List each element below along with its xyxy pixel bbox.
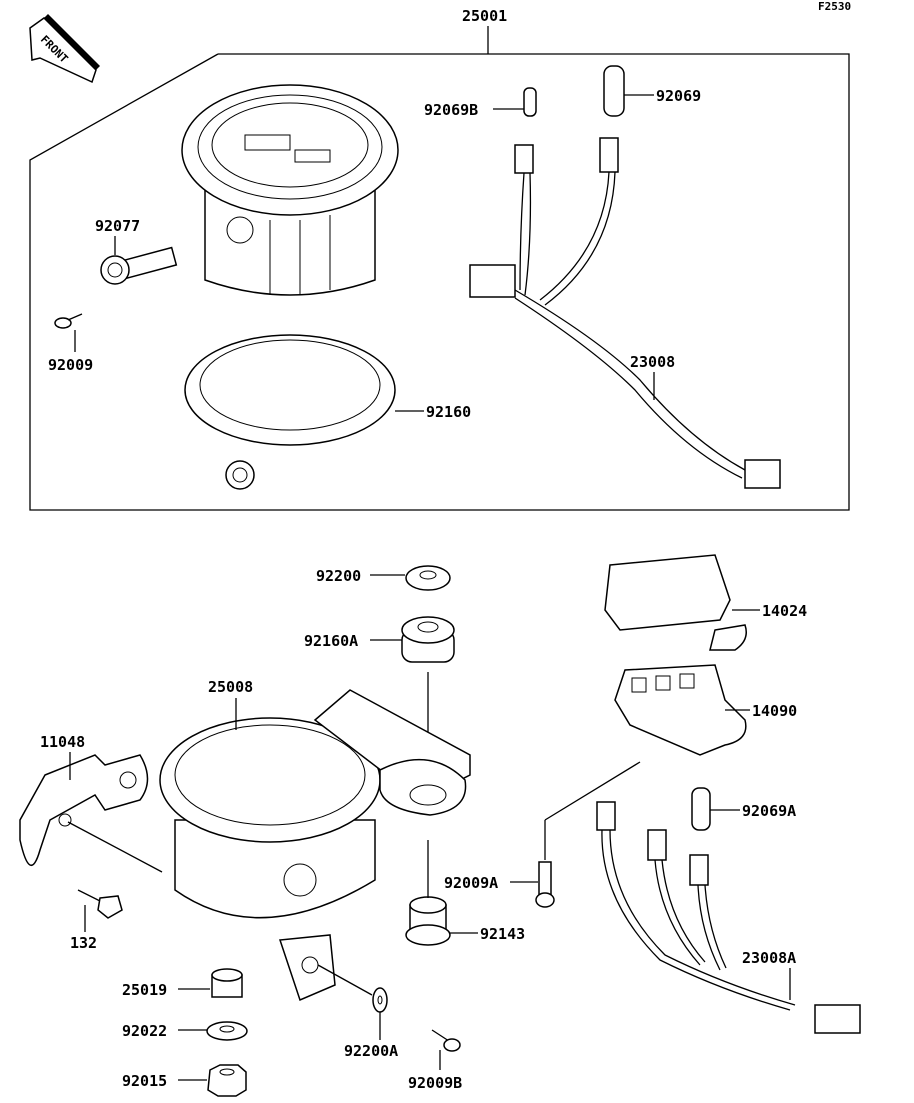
label-25008: 25008	[208, 678, 253, 696]
label-23008A: 23008A	[742, 949, 796, 967]
harness-23008	[469, 137, 781, 489]
screw-92009	[54, 313, 83, 329]
bulb-92069A	[691, 787, 711, 831]
label-92143: 92143	[480, 925, 525, 943]
collar-25019	[211, 968, 243, 998]
gear-92077	[100, 246, 178, 285]
ring-92160	[184, 334, 396, 490]
label-14024: 14024	[762, 602, 807, 620]
front-arrow-icon: FRONT	[29, 14, 100, 84]
label-23008: 23008	[630, 353, 675, 371]
screw-92009A	[535, 861, 555, 908]
collar-92143	[405, 896, 451, 946]
label-92069: 92069	[656, 87, 701, 105]
nut-92015	[207, 1064, 247, 1097]
indicator-14090	[614, 664, 747, 756]
washer-92022	[206, 1021, 248, 1041]
bracket-11048	[19, 754, 149, 866]
bolt-132	[77, 889, 123, 919]
label-92015: 92015	[122, 1072, 167, 1090]
label-11048: 11048	[40, 733, 85, 751]
bulb-92069B	[523, 87, 537, 117]
bracket-25008	[159, 689, 471, 1002]
bulb-92069	[603, 65, 625, 117]
label-132: 132	[70, 934, 97, 952]
screw-92009B	[431, 1029, 461, 1052]
grommet-92160A	[401, 616, 455, 663]
label-25019: 25019	[122, 981, 167, 999]
label-92077: 92077	[95, 217, 140, 235]
label-92009B: 92009B	[408, 1074, 462, 1092]
cover-14024	[604, 554, 747, 651]
washer-92200A	[372, 987, 388, 1013]
label-92009: 92009	[48, 356, 93, 374]
label-25001: 25001	[462, 7, 507, 25]
label-92160: 92160	[426, 403, 471, 421]
assembly-box	[29, 53, 850, 511]
label-14090: 14090	[752, 702, 797, 720]
label-92022: 92022	[122, 1022, 167, 1040]
speedometer	[181, 84, 399, 296]
washer-92200	[405, 565, 451, 591]
label-92160A: 92160A	[304, 632, 358, 650]
harness-23008A	[596, 801, 861, 1034]
label-92200: 92200	[316, 567, 361, 585]
label-92069A: 92069A	[742, 802, 796, 820]
label-92009A: 92009A	[444, 874, 498, 892]
label-92200A: 92200A	[344, 1042, 398, 1060]
figure-code: F2530	[818, 0, 851, 13]
label-92069B: 92069B	[424, 101, 478, 119]
